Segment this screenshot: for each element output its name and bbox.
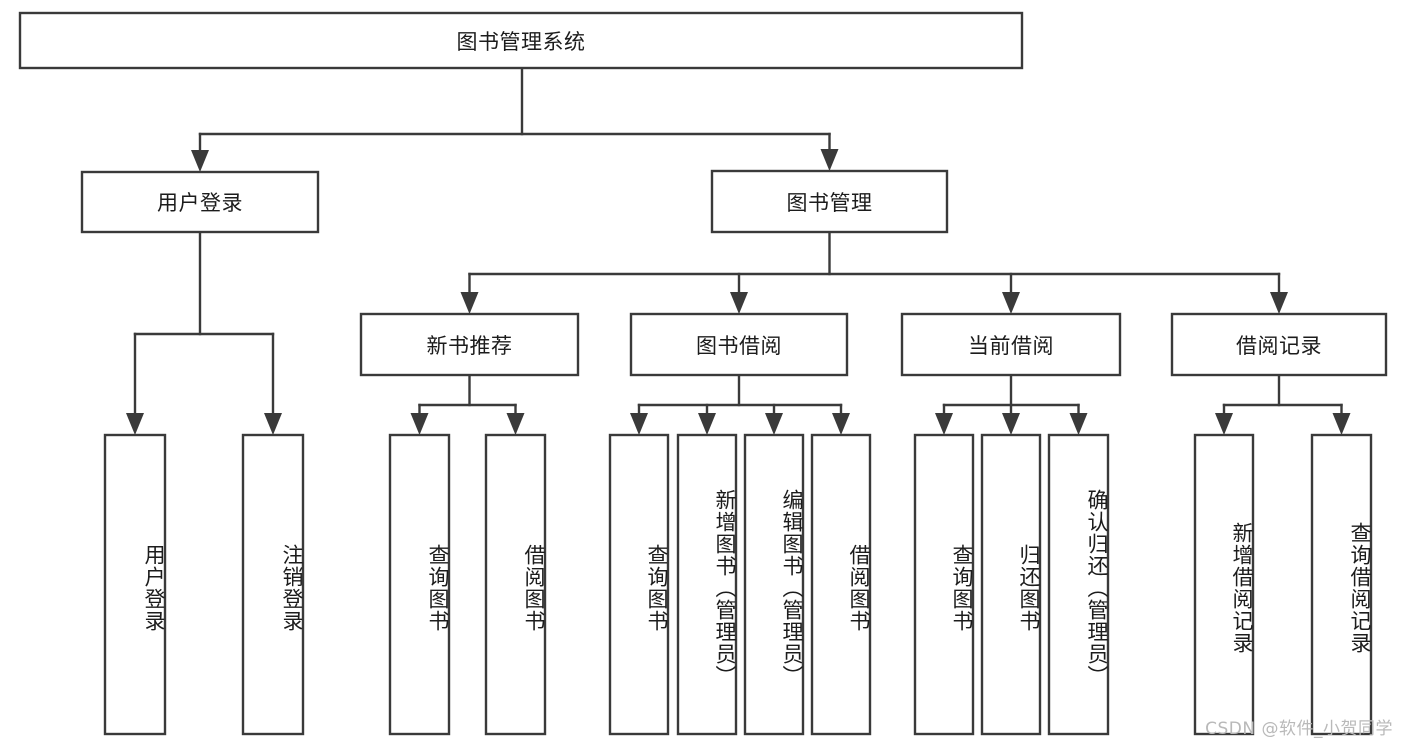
leaf-box <box>1047 433 1110 736</box>
arrow-head-icon <box>1270 292 1288 314</box>
leaf-box <box>980 433 1042 736</box>
leaf-box <box>608 433 670 736</box>
arrow-head-icon <box>126 413 144 435</box>
leaf-box <box>810 433 872 736</box>
leaf-box <box>388 433 451 736</box>
arrow-head-icon <box>506 413 525 435</box>
arrow-head-icon <box>832 413 850 435</box>
arrow-head-icon <box>1069 413 1088 435</box>
level2-box <box>359 312 580 377</box>
leaf-box <box>241 433 305 736</box>
level2-box <box>629 312 849 377</box>
leaf-box <box>743 433 805 736</box>
arrow-head-icon <box>1215 413 1233 435</box>
arrow-head-icon <box>264 413 282 435</box>
arrow-head-icon <box>730 292 748 314</box>
box-layer <box>18 11 1388 736</box>
arrow-head-icon <box>1002 413 1020 435</box>
level2-box <box>900 312 1122 377</box>
level1-box <box>710 169 949 234</box>
arrow-head-icon <box>630 413 648 435</box>
arrow-head-icon <box>698 413 716 435</box>
arrow-head-icon <box>820 149 839 171</box>
arrow-head-icon <box>1332 413 1351 435</box>
leaf-box <box>1193 433 1255 736</box>
level2-box <box>1170 312 1388 377</box>
arrow-head-icon <box>460 292 479 314</box>
arrow-head-icon <box>765 413 783 435</box>
leaf-box <box>103 433 167 736</box>
leaf-box <box>913 433 975 736</box>
leaf-box <box>676 433 738 736</box>
connector-layer <box>126 66 1351 435</box>
leaf-box <box>484 433 547 736</box>
arrow-head-icon <box>410 413 429 435</box>
arrow-head-icon <box>1002 292 1020 314</box>
arrow-head-icon <box>935 413 953 435</box>
arrow-head-icon <box>191 150 209 172</box>
root-box <box>18 11 1024 70</box>
level1-box <box>80 170 320 234</box>
leaf-box <box>1310 433 1373 736</box>
